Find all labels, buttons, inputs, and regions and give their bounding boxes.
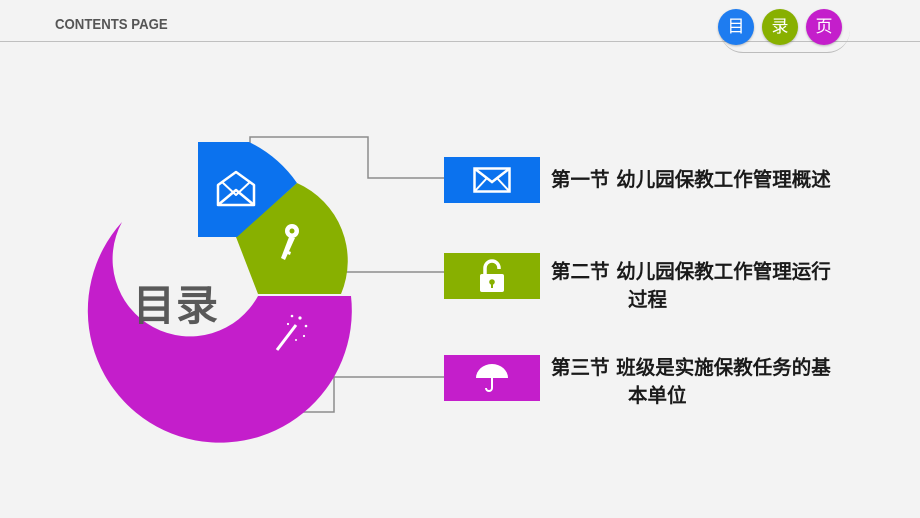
magenta-crescent: [87, 222, 352, 443]
item-2-label-line1: 第二节 幼儿园保教工作管理运行: [551, 260, 831, 283]
item-2-icon-box[interactable]: [444, 253, 540, 299]
envelope-icon: [473, 167, 511, 193]
badge-lu: 录: [762, 9, 798, 45]
header-divider: [0, 41, 920, 42]
item-2-label[interactable]: 第二节 幼儿园保教工作管理运行 过程: [551, 258, 891, 314]
badge-ye: 页: [806, 9, 842, 45]
item-3-label-line1: 第三节 班级是实施保教任务的基: [551, 356, 831, 379]
item-1-label[interactable]: 第一节 幼儿园保教工作管理概述: [551, 166, 891, 194]
item-3-label[interactable]: 第三节 班级是实施保教任务的基 本单位: [551, 354, 891, 410]
magic-wand-icon: [275, 314, 308, 351]
header-title: CONTENTS PAGE: [55, 16, 168, 33]
item-3-icon-box[interactable]: [444, 355, 540, 401]
blue-wheel-segment: [198, 142, 297, 237]
item-3-label-line2: 本单位: [628, 384, 687, 407]
unlocked-padlock-icon: [480, 259, 504, 292]
badge-arc-decoration: [720, 30, 850, 53]
key-icon: [281, 224, 299, 260]
item-1-icon-box[interactable]: [444, 157, 540, 203]
badge-mu: 目: [718, 9, 754, 45]
item-2-label-line2: 过程: [628, 288, 668, 311]
item-1-label-line1: 第一节 幼儿园保教工作管理概述: [551, 168, 831, 191]
open-envelope-icon: [216, 170, 256, 207]
center-title: 目录: [133, 281, 220, 330]
umbrella-icon: [476, 364, 508, 392]
